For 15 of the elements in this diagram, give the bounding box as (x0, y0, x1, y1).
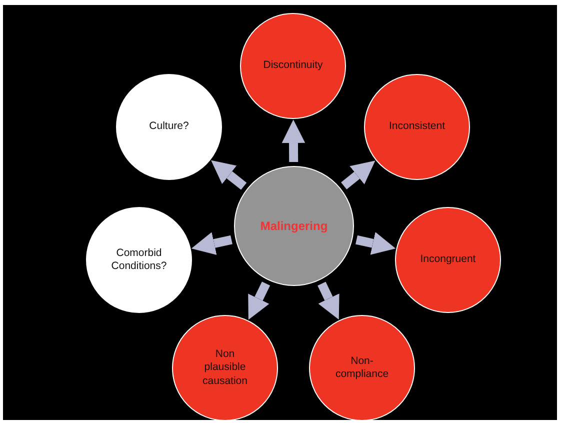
node-label: Malingering (259, 218, 329, 234)
node-label: Comorbid Conditions? (110, 246, 168, 274)
block-arrow (282, 120, 306, 162)
block-arrow (318, 282, 340, 320)
block-arrow (356, 232, 396, 255)
block-arrow (248, 282, 270, 320)
node-label: Inconsistent (388, 120, 446, 134)
block-arrow (191, 232, 232, 255)
node-label: Discontinuity (262, 59, 324, 73)
node-label: Incongruent (419, 253, 477, 267)
node-label: Culture? (148, 120, 190, 134)
node-label: Non plausible causation (202, 348, 248, 388)
node-label: Non- compliance (334, 354, 390, 382)
block-arrow (341, 160, 376, 190)
block-arrow (211, 160, 247, 190)
